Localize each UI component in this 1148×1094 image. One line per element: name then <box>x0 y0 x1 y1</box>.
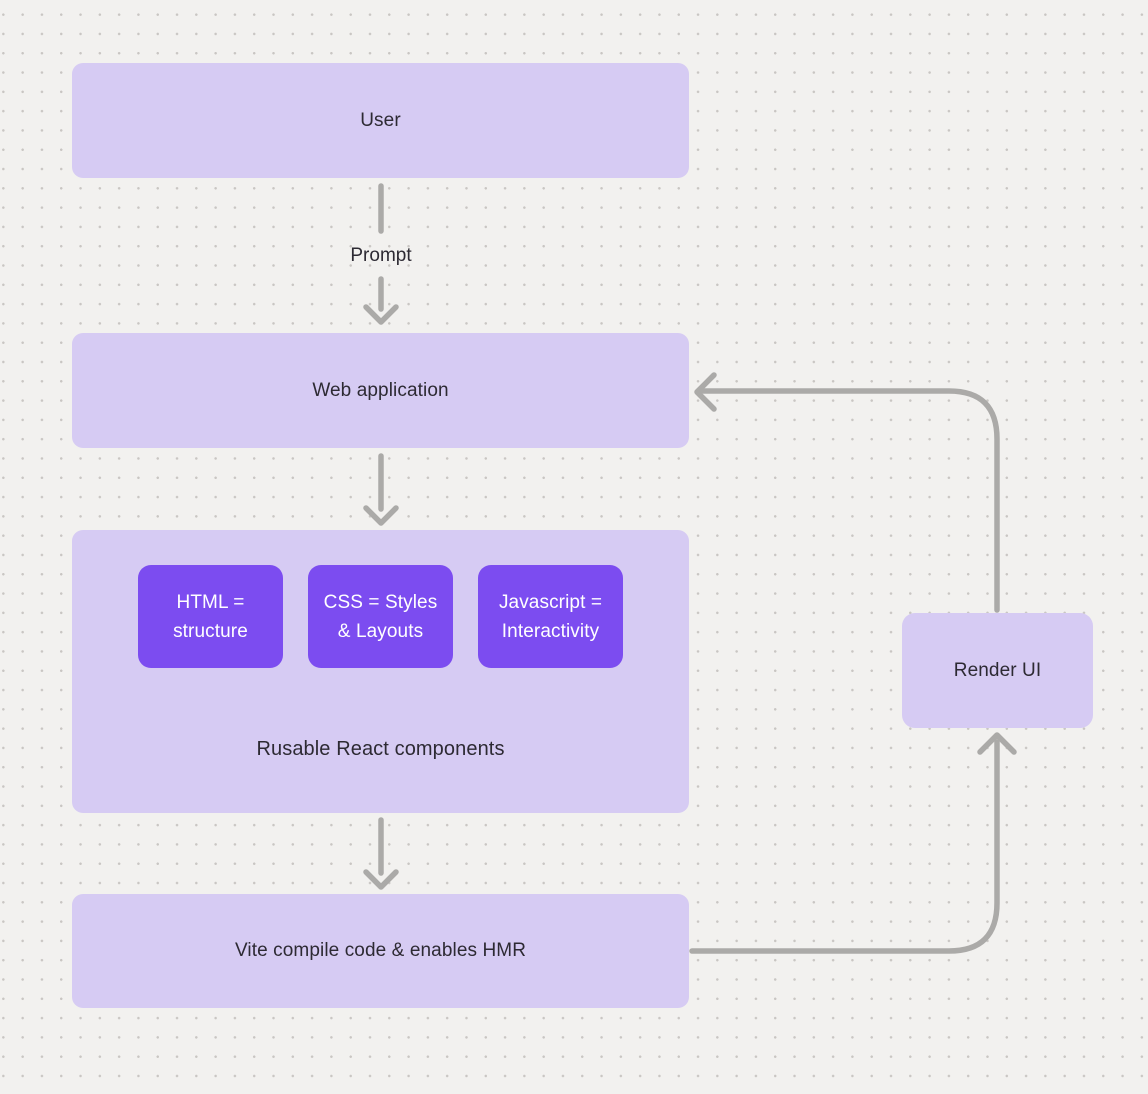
node-components-group[interactable]: HTML = structure CSS = Styles & Layouts … <box>72 530 689 813</box>
components-group-caption: Rusable React components <box>256 738 505 760</box>
javascript-chip-line2: Interactivity <box>501 620 600 642</box>
node-html-chip[interactable]: HTML = structure <box>138 565 283 668</box>
arrow-components-to-vite <box>363 817 399 890</box>
connector-renderui-to-webapp <box>694 372 1000 613</box>
node-render-ui-label: Render UI <box>953 659 1042 681</box>
html-chip-line1: HTML = <box>176 591 245 613</box>
arrow-webapp-to-components <box>363 453 399 526</box>
css-chip-line1: CSS = Styles <box>323 591 438 613</box>
html-chip-line2: structure <box>173 620 248 642</box>
node-javascript-chip[interactable]: Javascript = Interactivity <box>478 565 623 668</box>
css-chip-line2: & Layouts <box>337 620 424 642</box>
node-vite[interactable]: Vite compile code & enables HMR <box>72 894 689 1008</box>
prompt-edge-label: Prompt <box>350 245 412 266</box>
node-web-application[interactable]: Web application <box>72 333 689 448</box>
node-web-application-label: Web application <box>312 379 449 401</box>
node-render-ui[interactable]: Render UI <box>902 613 1093 728</box>
node-vite-label: Vite compile code & enables HMR <box>234 940 527 961</box>
node-user[interactable]: User <box>72 63 689 178</box>
node-css-chip[interactable]: CSS = Styles & Layouts <box>308 565 453 668</box>
javascript-chip-line1: Javascript = <box>498 591 603 613</box>
node-user-label: User <box>360 109 401 131</box>
connector-vite-to-renderui <box>689 732 1017 954</box>
